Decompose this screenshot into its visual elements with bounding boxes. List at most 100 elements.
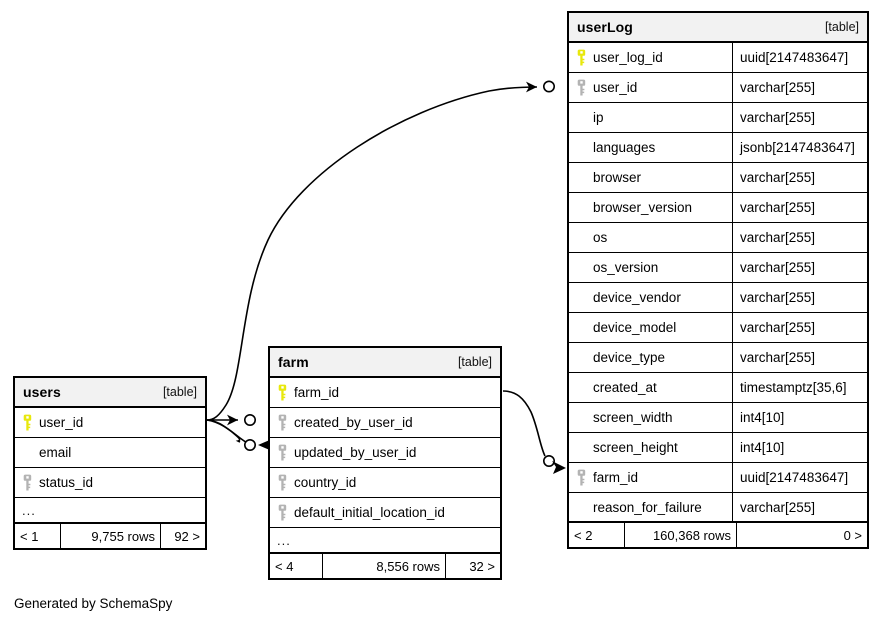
primary-key-icon [278,384,287,401]
column-type-cell: varchar[255] [732,163,867,192]
column-type-cell: varchar[255] [732,493,867,521]
foreign-key-slot [277,504,290,521]
table-farm-footer-children[interactable]: 32 > [445,554,500,578]
table-farm-row-country_id[interactable]: country_id [270,468,500,498]
no-key-slot [576,409,589,426]
column-label: email [39,445,72,460]
column-name-cell: user_id [569,73,732,102]
primary-key-slot [576,49,589,66]
edge-users-userlog-user-id [206,80,555,421]
table-farm-row-default_initial_location_id[interactable]: default_initial_location_id [270,498,500,528]
column-name-cell: farm_id [569,463,732,492]
column-label: browser_version [593,200,693,215]
table-users-row-user_id[interactable]: user_id [15,408,205,438]
table-userlog-footer-parents[interactable]: < 2 [574,527,593,543]
foreign-key-slot [277,474,290,491]
table-users-row-email[interactable]: email [15,438,205,468]
column-label: user_id [593,80,638,95]
column-label: device_vendor [593,290,681,305]
table-users-footer-parents[interactable]: < 1 [20,528,39,544]
column-label: farm_id [294,385,340,400]
table-farm-columns: farm_id created_by_user_id updated_by_user… [270,378,500,528]
column-type-cell: uuid[2147483647] [732,463,867,492]
column-type-cell: varchar[255] [732,193,867,222]
column-name-cell: ip [569,103,732,132]
foreign-key-icon [278,474,287,491]
column-label: created_at [593,380,657,395]
table-userlog-row-ip[interactable]: ip varchar[255] [569,103,867,133]
table-users-footer-rowcount: 9,755 rows [60,524,160,548]
table-farm-row-created_by_user_id[interactable]: created_by_user_id [270,408,500,438]
primary-key-icon [23,414,32,431]
foreign-key-icon [23,474,32,491]
column-name-cell: languages [569,133,732,162]
column-name-cell: default_initial_location_id [270,498,500,527]
column-name-cell: screen_width [569,403,732,432]
column-name-cell: browser_version [569,193,732,222]
foreign-key-slot [576,469,589,486]
column-label: os_version [593,260,659,275]
table-userlog-tag: [table] [824,20,859,34]
column-label: reason_for_failure [593,499,702,515]
foreign-key-icon [577,469,586,486]
column-label: created_by_user_id [294,415,413,430]
column-name-cell: os [569,223,732,252]
column-type-cell: varchar[255] [732,103,867,132]
table-farm-row-updated_by_user_id[interactable]: updated_by_user_id [270,438,500,468]
table-userlog-row-browser_version[interactable]: browser_version varchar[255] [569,193,867,223]
table-userlog-title: userLog [577,19,633,35]
column-type-cell: int4[10] [732,403,867,432]
table-users-footer-children[interactable]: 92 > [160,524,205,548]
column-name-cell: email [15,438,205,467]
table-userlog-row-created_at[interactable]: created_at timestamptz[35,6] [569,373,867,403]
edge-farm-userlog-farm-id [502,390,566,474]
table-farm-footer-parents[interactable]: < 4 [275,558,294,574]
column-label: screen_height [593,440,678,455]
table-userlog-footer-children[interactable]: 0 > [736,523,867,547]
column-label: user_id [39,415,84,430]
column-type-cell: timestamptz[35,6] [732,373,867,402]
no-key-slot [576,109,589,126]
foreign-key-slot [576,79,589,96]
no-key-slot [576,499,589,516]
table-userlog-row-reason_for_failure[interactable]: reason_for_failure varchar[255] [569,493,867,523]
primary-key-slot [277,384,290,401]
table-users-row-status_id[interactable]: status_id [15,468,205,498]
foreign-key-icon [278,504,287,521]
table-farm-row-farm_id[interactable]: farm_id [270,378,500,408]
foreign-key-icon [278,414,287,431]
table-userlog-footer-rowcount: 160,368 rows [624,523,736,547]
column-name-cell: browser [569,163,732,192]
column-name-cell: reason_for_failure [569,493,732,521]
table-farm-footer: < 4 8,556 rows 32 > [270,554,500,578]
column-label: ip [593,110,604,125]
column-type-cell: varchar[255] [732,313,867,342]
primary-key-slot [22,414,35,431]
table-farm-title: farm [278,354,309,370]
no-key-slot [576,379,589,396]
column-type-cell: varchar[255] [732,283,867,312]
foreign-key-slot [22,474,35,491]
table-userlog-row-device_vendor[interactable]: device_vendor varchar[255] [569,283,867,313]
column-name-cell: farm_id [270,378,500,407]
table-userlog-footer: < 2 160,368 rows 0 > [569,523,867,547]
table-users-header: users [table] [15,378,205,408]
column-name-cell: country_id [270,468,500,497]
